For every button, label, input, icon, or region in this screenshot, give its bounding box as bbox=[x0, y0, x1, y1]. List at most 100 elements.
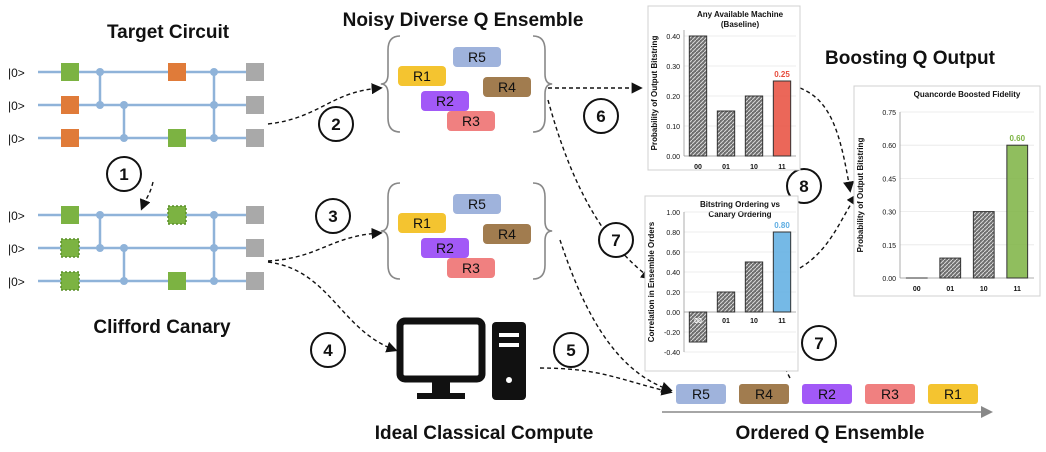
tower-slot bbox=[499, 343, 519, 347]
region-label: R4 bbox=[498, 226, 516, 242]
control-dot bbox=[96, 211, 104, 219]
chart-title: (Baseline) bbox=[721, 20, 760, 29]
heading-clifford-canary: Clifford Canary bbox=[93, 317, 231, 338]
heading-ideal-compute: Ideal Classical Compute bbox=[375, 423, 594, 444]
y-tick-label: 0.00 bbox=[666, 310, 680, 317]
data-label: 0.80 bbox=[774, 221, 790, 230]
region-pill bbox=[421, 238, 469, 258]
y-tick-label: 0.00 bbox=[666, 154, 680, 161]
bar bbox=[972, 211, 995, 279]
gate bbox=[61, 63, 79, 81]
step-number: 7 bbox=[611, 231, 620, 250]
clifford-canary-circuit: |0>|0>|0> bbox=[8, 205, 264, 291]
region-r4: R4 bbox=[483, 77, 531, 97]
region-r2: R2 bbox=[421, 238, 469, 258]
y-tick-label: 0.40 bbox=[666, 34, 680, 41]
y-axis-label: Probability of Output Bitstring bbox=[856, 138, 865, 253]
bar bbox=[939, 257, 962, 279]
ordered-pill bbox=[928, 384, 978, 404]
gate bbox=[168, 63, 186, 81]
y-tick-label: 0.00 bbox=[882, 276, 896, 283]
x-tick-label: 11 bbox=[778, 318, 786, 325]
measure-gate bbox=[246, 206, 264, 224]
target-circuit: |0>|0>|0> bbox=[8, 63, 264, 147]
region-r5: R5 bbox=[453, 194, 501, 214]
x-tick-label: 00 bbox=[694, 318, 702, 325]
y-tick-label: 0.80 bbox=[666, 230, 680, 237]
x-tick-label: 01 bbox=[946, 286, 954, 293]
circuits-group: |0>|0>|0>|0>|0>|0> bbox=[8, 63, 264, 291]
arrows-group bbox=[139, 82, 858, 396]
left-brace bbox=[380, 182, 401, 280]
bar bbox=[744, 95, 764, 157]
ordered-pill-label: R2 bbox=[818, 386, 836, 402]
x-tick-label: 00 bbox=[694, 164, 702, 171]
qubit-label: |0> bbox=[8, 275, 25, 289]
heading-ordered-ensemble: Ordered Q Ensemble bbox=[735, 423, 924, 444]
y-tick-label: 0.45 bbox=[882, 176, 896, 183]
step-number: 8 bbox=[799, 177, 808, 196]
y-axis-label: Probability of Output Bitstring bbox=[650, 36, 659, 151]
target-dot bbox=[120, 277, 128, 285]
tower-slot bbox=[499, 333, 519, 337]
step-number: 3 bbox=[328, 207, 337, 226]
region-pill bbox=[398, 213, 446, 233]
step-circle bbox=[310, 332, 346, 368]
dashed-arrow bbox=[799, 87, 855, 193]
monitor-base bbox=[417, 393, 465, 399]
region-label: R5 bbox=[468, 196, 486, 212]
tower bbox=[492, 322, 526, 400]
qubit-label: |0> bbox=[8, 99, 25, 113]
gate bbox=[167, 205, 187, 225]
bar bbox=[772, 231, 792, 313]
bar bbox=[688, 35, 708, 157]
monitor-neck bbox=[432, 382, 450, 394]
ordered-pill bbox=[865, 384, 915, 404]
dashed-arrow bbox=[559, 239, 673, 393]
right-brace bbox=[532, 182, 553, 280]
region-pill bbox=[447, 111, 495, 131]
chart-title: Quancorde Boosted Fidelity bbox=[914, 90, 1021, 99]
data-label: 0.25 bbox=[774, 70, 790, 79]
bar bbox=[716, 291, 736, 313]
control-dot bbox=[210, 211, 218, 219]
tower-button bbox=[506, 377, 512, 383]
y-tick-label: 0.60 bbox=[666, 250, 680, 257]
step-circle bbox=[598, 222, 634, 258]
target-dot bbox=[120, 134, 128, 142]
x-tick-label: 01 bbox=[722, 318, 730, 325]
target-dot bbox=[210, 101, 218, 109]
bar bbox=[716, 110, 736, 157]
chart-1: Any Available Machine(Baseline)0.000.100… bbox=[647, 5, 801, 171]
y-tick-label: 0.30 bbox=[882, 210, 896, 217]
region-label: R4 bbox=[498, 79, 516, 95]
dashed-arrow bbox=[547, 99, 653, 280]
chart-title: Bitstring Ordering vs bbox=[700, 200, 781, 209]
measure-gate bbox=[246, 63, 264, 81]
y-tick-label: 0.15 bbox=[882, 243, 896, 250]
bar bbox=[744, 261, 764, 313]
y-tick-label: 0.75 bbox=[882, 110, 896, 117]
region-label: R5 bbox=[468, 49, 486, 65]
gate bbox=[61, 129, 79, 147]
region-r1: R1 bbox=[398, 213, 446, 233]
measure-gate bbox=[246, 96, 264, 114]
y-tick-label: 0.40 bbox=[666, 270, 680, 277]
region-r3: R3 bbox=[447, 111, 495, 131]
region-pill bbox=[421, 91, 469, 111]
step-number: 2 bbox=[331, 115, 340, 134]
target-dot bbox=[210, 244, 218, 252]
qubit-label: |0> bbox=[8, 132, 25, 146]
region-r1: R1 bbox=[398, 66, 446, 86]
y-tick-label: 0.20 bbox=[666, 94, 680, 101]
step-circle bbox=[801, 325, 837, 361]
monitor-frame bbox=[396, 317, 486, 383]
dashed-arrow bbox=[267, 227, 383, 262]
dashed-arrow bbox=[539, 367, 673, 396]
region-pill bbox=[447, 258, 495, 278]
region-pill bbox=[398, 66, 446, 86]
